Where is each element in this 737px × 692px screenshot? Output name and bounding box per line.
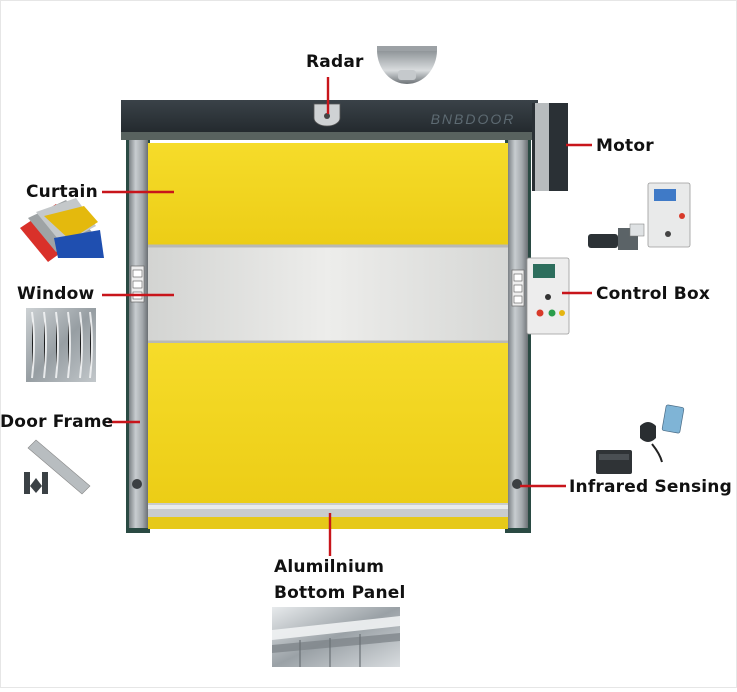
door-frame-profile-image [24, 439, 91, 495]
label-bottom-panel-line2: Bottom Panel [274, 583, 406, 603]
label-motor: Motor [596, 136, 654, 156]
infrared-sensor-image [596, 404, 685, 474]
control-box-kit-image [588, 182, 691, 250]
window-material-image [26, 308, 96, 382]
window-section [148, 245, 508, 343]
label-infrared-sensing: Infrared Sensing [569, 477, 732, 497]
label-door-frame: Door Frame [0, 412, 114, 432]
curtain-bottom-section [148, 343, 508, 503]
label-bottom-panel-line1: Alumilnium [274, 557, 385, 577]
bottom-panel-image [272, 607, 400, 667]
label-control-box: Control Box [596, 284, 710, 304]
curtain-swatches-image [20, 198, 104, 262]
left-infrared-sensor [132, 479, 142, 489]
curtain-top-section [148, 143, 508, 245]
brand-mark: BNBDOOR [431, 111, 516, 127]
right-infrared-sensor [512, 479, 522, 489]
leader-lines [102, 77, 592, 556]
left-guide-rail [129, 140, 148, 528]
right-guide-rail [508, 140, 528, 528]
label-window: Window [17, 284, 95, 304]
label-radar: Radar [306, 52, 364, 72]
high-speed-door: BNBDOOR [121, 100, 570, 533]
label-curtain: Curtain [26, 182, 98, 202]
radar-image [377, 46, 437, 84]
